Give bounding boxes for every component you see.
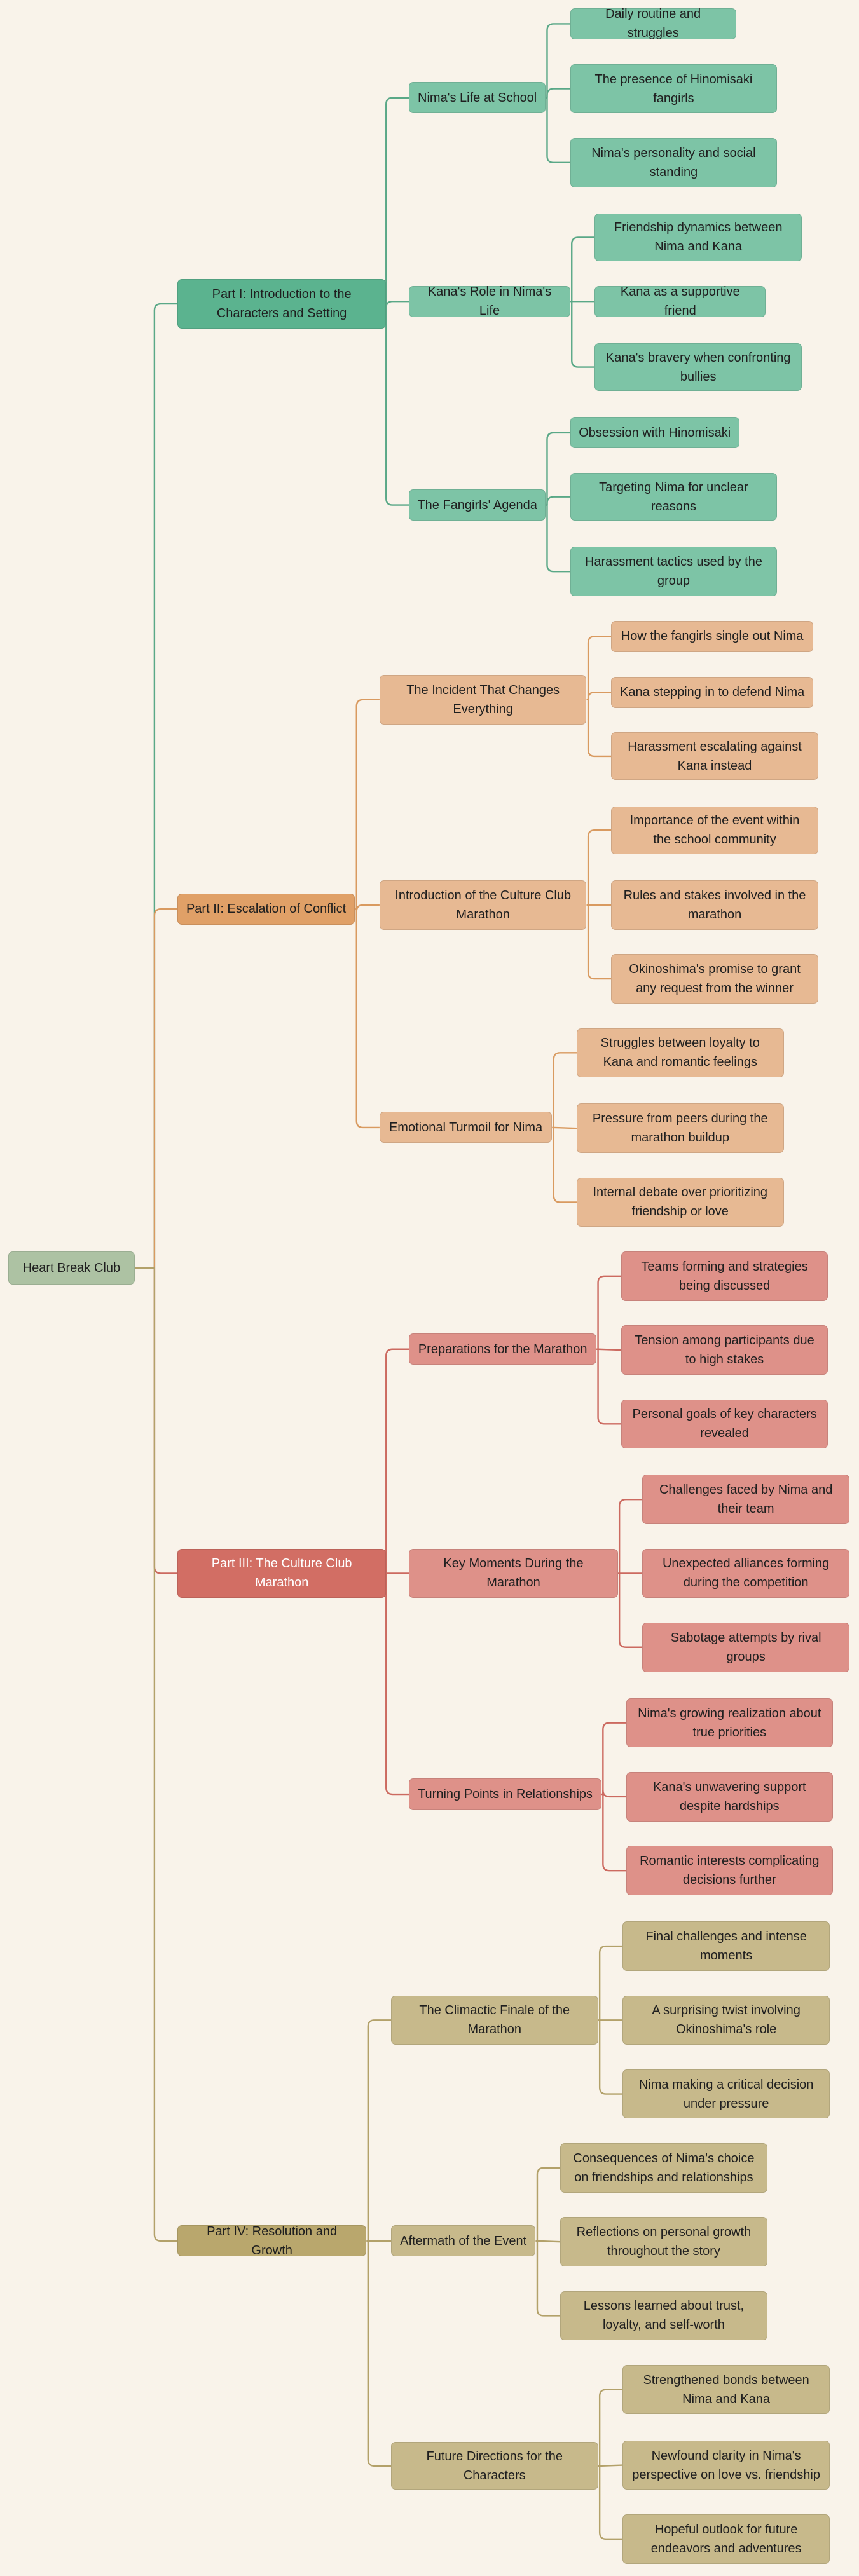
connector-line bbox=[597, 1275, 621, 1349]
connector-line bbox=[385, 1573, 409, 1796]
connector-line bbox=[598, 1945, 623, 2021]
connector-line bbox=[546, 23, 570, 98]
leaf-node[interactable]: Nima making a critical decision under pr… bbox=[622, 2069, 830, 2119]
leaf-node[interactable]: Lessons learned about trust, loyalty, an… bbox=[560, 2291, 767, 2341]
connector-line bbox=[571, 236, 595, 302]
topic-node[interactable]: Introduction of the Culture Club Maratho… bbox=[379, 880, 587, 930]
connector-line bbox=[600, 2464, 623, 2467]
connector-line bbox=[355, 699, 380, 910]
connector-line bbox=[546, 505, 570, 573]
connector-line bbox=[153, 908, 178, 1268]
topic-node[interactable]: Nima's Life at School bbox=[409, 82, 546, 114]
connector-line bbox=[385, 1348, 409, 1574]
part-1-node[interactable]: Part I: Introduction to the Characters a… bbox=[177, 279, 387, 329]
leaf-node[interactable]: Tension among participants due to high s… bbox=[621, 1325, 828, 1375]
topic-node[interactable]: Key Moments During the Marathon bbox=[409, 1548, 618, 1598]
topic-node[interactable]: Preparations for the Marathon bbox=[409, 1333, 596, 1365]
connector-line bbox=[546, 97, 570, 164]
leaf-node[interactable]: Internal debate over prioritizing friend… bbox=[576, 1177, 784, 1227]
connector-line bbox=[553, 1127, 577, 1203]
connector-line bbox=[598, 2389, 623, 2466]
connector-line bbox=[598, 1348, 621, 1351]
connector-line bbox=[385, 304, 409, 506]
topic-node[interactable]: The Incident That Changes Everything bbox=[379, 675, 587, 725]
leaf-node[interactable]: Rules and stakes involved in the maratho… bbox=[611, 880, 818, 930]
leaf-node[interactable]: Kana as a supportive friend bbox=[594, 285, 766, 318]
connector-line bbox=[355, 904, 380, 912]
root-node[interactable]: Heart Break Club bbox=[8, 1251, 135, 1285]
part-4-node[interactable]: Part IV: Resolution and Growth bbox=[177, 2225, 367, 2258]
leaf-node[interactable]: A surprising twist involving Okinoshima'… bbox=[622, 1995, 830, 2045]
leaf-node[interactable]: Struggles between loyalty to Kana and ro… bbox=[576, 1028, 784, 1078]
connector-line bbox=[598, 2465, 623, 2540]
leaf-node[interactable]: Hopeful outlook for future endeavors and… bbox=[622, 2514, 830, 2564]
topic-node[interactable]: Future Directions for the Characters bbox=[390, 2442, 598, 2490]
connector-line bbox=[385, 300, 409, 308]
connector-line bbox=[602, 1790, 626, 1798]
connector-line bbox=[602, 1722, 626, 1795]
topic-node[interactable]: Turning Points in Relationships bbox=[409, 1778, 601, 1810]
leaf-node[interactable]: Personal goals of key characters reveale… bbox=[621, 1399, 828, 1449]
connector-line bbox=[597, 1349, 621, 1425]
leaf-node[interactable]: Nima's growing realization about true pr… bbox=[626, 1698, 834, 1748]
leaf-node[interactable]: Sabotage attempts by rival groups bbox=[642, 1622, 849, 1672]
leaf-node[interactable]: Targeting Nima for unclear reasons bbox=[570, 473, 778, 521]
leaf-node[interactable]: Obsession with Hinomisaki bbox=[570, 417, 739, 449]
topic-node[interactable]: Aftermath of the Event bbox=[390, 2225, 536, 2257]
leaf-node[interactable]: Okinoshima's promise to grant any reques… bbox=[611, 954, 818, 1004]
leaf-node[interactable]: Final challenges and intense moments bbox=[622, 1921, 830, 1971]
leaf-node[interactable]: Nima's personality and social standing bbox=[570, 138, 778, 187]
leaf-node[interactable]: Harassment escalating against Kana inste… bbox=[611, 732, 818, 780]
connector-line bbox=[587, 829, 612, 905]
connector-line bbox=[618, 1573, 643, 1648]
connector-line bbox=[598, 2020, 623, 2095]
topic-node[interactable]: The Fangirls' Agenda bbox=[409, 489, 546, 521]
connector-line bbox=[536, 2240, 561, 2317]
leaf-node[interactable]: Daily routine and struggles bbox=[570, 7, 736, 40]
connector-line bbox=[546, 432, 570, 505]
leaf-node[interactable]: The presence of Hinomisaki fangirls bbox=[570, 64, 778, 114]
connector-line bbox=[587, 636, 612, 700]
leaf-node[interactable]: Pressure from peers during the marathon … bbox=[576, 1103, 784, 1153]
leaf-node[interactable]: Unexpected alliances forming during the … bbox=[642, 1548, 849, 1598]
leaf-node[interactable]: Newfound clarity in Nima's perspective o… bbox=[622, 2440, 830, 2490]
leaf-node[interactable]: Teams forming and strategies being discu… bbox=[621, 1251, 828, 1301]
connector-line bbox=[602, 1794, 626, 1872]
connector-line bbox=[546, 496, 570, 505]
leaf-node[interactable]: Romantic interests complicating decision… bbox=[626, 1846, 834, 1895]
connector-line bbox=[587, 699, 612, 758]
connector-line bbox=[571, 301, 595, 368]
leaf-node[interactable]: Strengthened bonds between Nima and Kana bbox=[622, 2364, 830, 2415]
topic-node[interactable]: The Climactic Finale of the Marathon bbox=[390, 1995, 598, 2045]
connector-line bbox=[536, 2167, 561, 2241]
connector-line bbox=[153, 1267, 178, 2242]
connector-line bbox=[537, 2240, 561, 2243]
part-3-node[interactable]: Part III: The Culture Club Marathon bbox=[177, 1548, 387, 1598]
leaf-node[interactable]: Importance of the event within the schoo… bbox=[611, 806, 818, 854]
leaf-node[interactable]: Consequences of Nima's choice on friends… bbox=[560, 2143, 767, 2193]
connector-line bbox=[618, 1498, 643, 1574]
connector-line bbox=[367, 2240, 391, 2467]
topic-node[interactable]: Kana's Role in Nima's Life bbox=[409, 285, 570, 318]
connector-line bbox=[355, 909, 380, 1129]
leaf-node[interactable]: Challenges faced by Nima and their team bbox=[642, 1475, 849, 1524]
leaf-node[interactable]: Kana's bravery when confronting bullies bbox=[594, 343, 802, 391]
leaf-node[interactable]: Friendship dynamics between Nima and Kan… bbox=[594, 213, 802, 261]
topic-node[interactable]: Emotional Turmoil for Nima bbox=[379, 1112, 553, 1143]
connector-line bbox=[153, 303, 178, 1268]
connector-line bbox=[367, 2019, 391, 2241]
connector-line bbox=[553, 1052, 577, 1128]
connector-line bbox=[153, 1267, 178, 1574]
leaf-node[interactable]: Harassment tactics used by the group bbox=[570, 547, 778, 596]
leaf-node[interactable]: How the fangirls single out Nima bbox=[611, 620, 814, 652]
connector-line bbox=[587, 691, 612, 700]
part-2-node[interactable]: Part II: Escalation of Conflict bbox=[177, 893, 355, 925]
connector-line bbox=[385, 97, 409, 304]
leaf-node[interactable]: Reflections on personal growth throughou… bbox=[560, 2217, 767, 2266]
leaf-node[interactable]: Kana stepping in to defend Nima bbox=[611, 676, 814, 708]
connector-line bbox=[587, 904, 612, 980]
connector-line bbox=[546, 88, 570, 98]
leaf-node[interactable]: Kana's unwavering support despite hardsh… bbox=[626, 1772, 834, 1822]
